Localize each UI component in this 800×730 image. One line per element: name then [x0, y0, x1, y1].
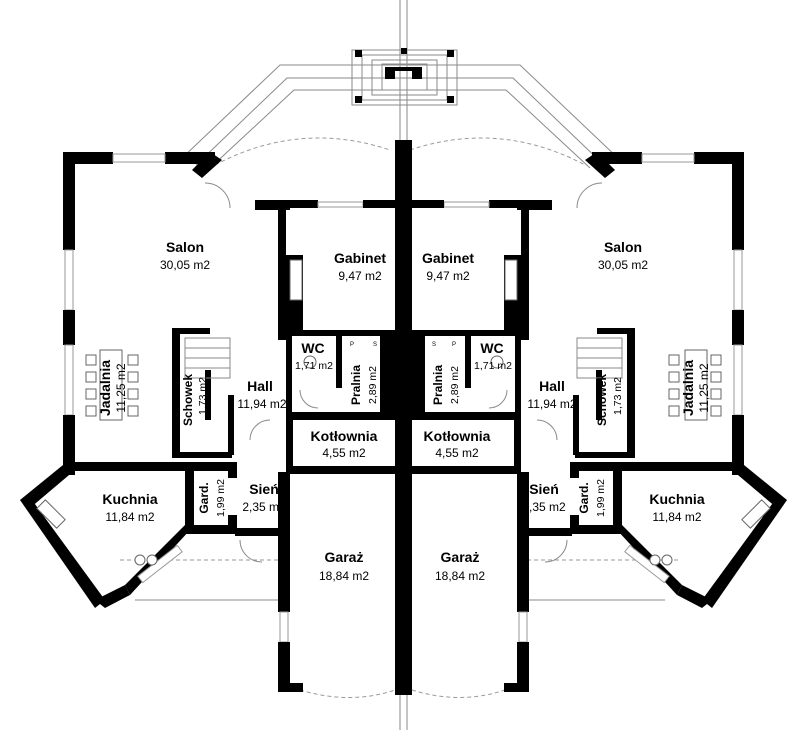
room-sien-area: 2,35 m2 [522, 500, 566, 514]
room-kotlownia-name: Kotłownia [424, 428, 491, 444]
right-shower-mark: P [452, 342, 456, 348]
left-furniture [36, 182, 319, 566]
room-schowek-area: 1,73 m2 [612, 377, 624, 415]
room-hall-name: Hall [539, 378, 565, 394]
room-gard-name: Gard. [197, 482, 211, 513]
room-jadalnia-area: 11,25 m2 [114, 363, 128, 412]
room-pralnia-name: Pralnia [349, 365, 363, 405]
room-gabinet-area: 9,47 m2 [338, 269, 382, 283]
room-kotlownia-name: Kotłownia [311, 428, 378, 444]
room-gard-area: 1,99 m2 [595, 479, 607, 517]
room-kuchnia-name: Kuchnia [102, 491, 157, 507]
room-hall-name: Hall [247, 378, 273, 394]
room-gabinet-name: Gabinet [334, 250, 386, 266]
site-lines [120, 559, 680, 698]
room-garaz-area: 18,84 m2 [319, 569, 369, 583]
room-gard-area: 1,99 m2 [215, 479, 227, 517]
left-sink-mark: S [373, 342, 377, 348]
room-kuchnia-area: 11,84 m2 [105, 510, 154, 524]
room-jadalnia-name: Jadalnia [680, 360, 696, 416]
room-garaz-area: 18,84 m2 [435, 569, 485, 583]
left-room-labels: Salon 30,05 m2 Gabinet 9,47 m2 WC 1,71 m… [97, 239, 386, 583]
room-salon-name: Salon [166, 239, 204, 255]
right-sink-mark: S [432, 342, 436, 348]
room-garaz-name: Garaż [325, 549, 364, 565]
room-schowek-area: 1,73 m2 [197, 377, 209, 415]
room-garaz-name: Garaż [441, 549, 480, 565]
room-wc-area: 1,71 m2 [295, 360, 333, 372]
room-salon-area: 30,05 m2 [160, 258, 210, 272]
right-room-labels: Salon 30,05 m2 Gabinet 9,47 m2 WC 1,71 m… [422, 239, 711, 583]
left-unit-walls [20, 152, 396, 692]
party-wall [395, 140, 412, 695]
room-hall-area: 11,94 m2 [527, 397, 576, 411]
room-salon-area: 30,05 m2 [598, 258, 648, 272]
room-jadalnia-area: 11,25 m2 [697, 363, 711, 412]
room-gard-name: Gard. [577, 482, 591, 513]
room-pralnia-name: Pralnia [431, 365, 445, 405]
room-gabinet-area: 9,47 m2 [426, 269, 470, 283]
room-schowek-name: Schowek [595, 374, 609, 426]
room-sien-name: Sień [529, 481, 559, 497]
left-shower-mark: P [350, 342, 354, 348]
room-wc-area: 1,71 m2 [474, 360, 512, 372]
room-wc-name: WC [480, 340, 503, 356]
room-kuchnia-area: 11,84 m2 [652, 510, 701, 524]
right-unit-walls [411, 152, 787, 692]
room-schowek-name: Schowek [181, 374, 195, 426]
room-kotlownia-area: 4,55 m2 [322, 446, 366, 460]
room-gabinet-name: Gabinet [422, 250, 474, 266]
room-salon-name: Salon [604, 239, 642, 255]
room-jadalnia-name: Jadalnia [97, 360, 113, 416]
room-pralnia-area: 2,89 m2 [367, 366, 379, 404]
room-pralnia-area: 2,89 m2 [449, 366, 461, 404]
garden-pergola [351, 48, 458, 106]
room-kotlownia-area: 4,55 m2 [435, 446, 479, 460]
pralnia-appliances: P S P S [350, 342, 456, 348]
room-wc-name: WC [301, 340, 324, 356]
right-furniture [488, 182, 771, 566]
room-hall-area: 11,94 m2 [237, 397, 286, 411]
chimney [380, 335, 425, 415]
room-kuchnia-name: Kuchnia [649, 491, 704, 507]
room-sien-name: Sień [249, 481, 279, 497]
room-sien-area: 2,35 m2 [242, 500, 286, 514]
